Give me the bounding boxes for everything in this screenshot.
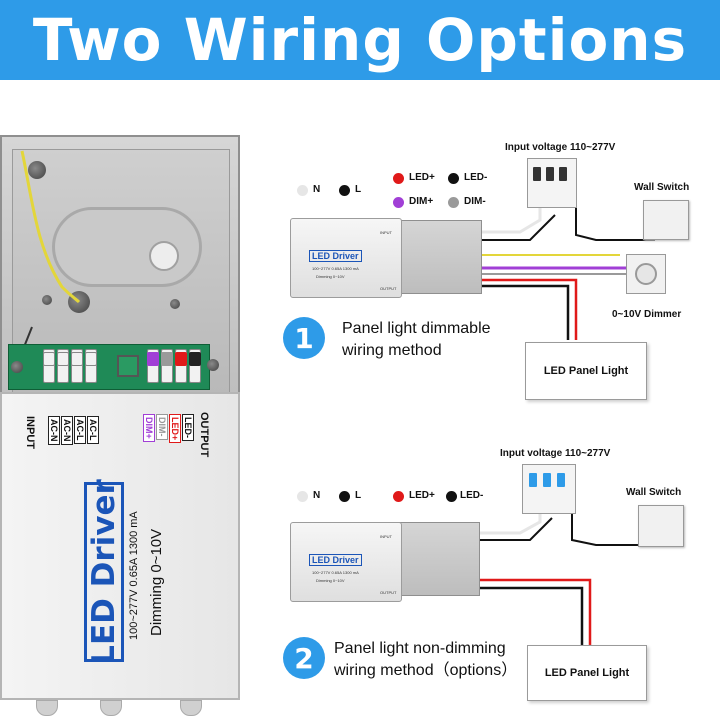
led-minus-dot bbox=[448, 173, 459, 184]
legend-l: L bbox=[355, 490, 362, 501]
mounting-foot bbox=[100, 700, 122, 716]
led-plus-dot bbox=[393, 491, 404, 502]
led-minus-wire bbox=[400, 586, 584, 645]
output-terminal-dim-minus bbox=[161, 349, 173, 383]
mounting-foot bbox=[180, 700, 202, 716]
option2-driver-spec: 100~277V 0.65A 1300 mA bbox=[312, 570, 359, 575]
driver-mounting-feet bbox=[30, 700, 210, 716]
option1-driver-output: OUTPUT bbox=[380, 286, 397, 291]
breaker-pole bbox=[557, 473, 565, 487]
output-terminal-dim-plus bbox=[147, 349, 159, 383]
option1-method-line2: wiring method bbox=[342, 342, 442, 359]
neutral-dot bbox=[297, 185, 308, 196]
legend-l: L bbox=[355, 184, 362, 195]
option2-wall-switch bbox=[638, 505, 684, 547]
option1-wall-switch bbox=[643, 200, 689, 240]
neutral-dot bbox=[297, 491, 308, 502]
breaker-pole bbox=[529, 473, 537, 487]
option1-method-line1: Panel light dimmable bbox=[342, 320, 491, 337]
option2-input-voltage: Input voltage 110~277V bbox=[500, 448, 611, 459]
screw-icon bbox=[28, 161, 46, 179]
dimmer-knob bbox=[635, 263, 657, 285]
option2-driver-output: OUTPUT bbox=[380, 590, 397, 595]
page-title: Two Wiring Options bbox=[32, 6, 688, 74]
option2-method-line2: wiring method（options） bbox=[334, 662, 518, 679]
option2-led-driver bbox=[290, 522, 402, 602]
title-banner: Two Wiring Options bbox=[0, 0, 720, 80]
legend-dim-plus: DIM+ bbox=[409, 196, 434, 207]
option1-panel-light-label: LED Panel Light bbox=[543, 365, 629, 377]
breaker-pole bbox=[543, 473, 551, 487]
option1-led-panel-light: LED Panel Light bbox=[525, 342, 647, 400]
option1-dimmer bbox=[626, 254, 666, 294]
knockout-slot bbox=[52, 207, 202, 287]
option1-input-voltage: Input voltage 110~277V bbox=[505, 142, 616, 153]
output-terminal-led-plus bbox=[175, 349, 187, 383]
ground-wire bbox=[20, 150, 81, 348]
screw-icon bbox=[42, 295, 52, 305]
option1-junction-box bbox=[396, 220, 482, 294]
switch-wire bbox=[575, 200, 655, 241]
legend-n: N bbox=[313, 184, 321, 195]
screw-icon bbox=[11, 361, 23, 373]
driver-brand-box: LED Driver bbox=[84, 479, 124, 665]
screw-icon bbox=[207, 359, 219, 371]
led-minus-dot bbox=[446, 491, 457, 502]
circuit-breaker bbox=[522, 464, 576, 514]
live-dot bbox=[339, 185, 350, 196]
dim-minus-dot bbox=[448, 197, 459, 208]
option2-method-line1: Panel light non-dimming bbox=[334, 640, 506, 657]
option2-driver-dimming: Dimming 0~10V bbox=[316, 578, 345, 583]
option1-driver-dimming: Dimming 0~10V bbox=[316, 274, 345, 279]
led-plus-dot bbox=[393, 173, 404, 184]
circuit-breaker bbox=[527, 158, 577, 208]
led-driver-body bbox=[0, 392, 240, 700]
option2-wall-switch-label: Wall Switch bbox=[626, 487, 682, 498]
option2-panel-light-label: LED Panel Light bbox=[544, 667, 630, 679]
terminal-board bbox=[8, 344, 219, 390]
switch-wire bbox=[571, 508, 648, 546]
option1-step-badge: 1 bbox=[283, 317, 325, 359]
option2-driver-brand: LED Driver bbox=[309, 554, 362, 566]
dim-plus-dot bbox=[393, 197, 404, 208]
input-terminal bbox=[85, 349, 97, 383]
breaker-pole bbox=[546, 167, 554, 181]
mounting-foot bbox=[36, 700, 58, 716]
legend-led-plus: LED+ bbox=[409, 172, 435, 183]
board-component bbox=[117, 355, 139, 377]
option2-driver-input: INPUT bbox=[380, 534, 392, 539]
option2-led-panel-light: LED Panel Light bbox=[527, 645, 647, 701]
option1-led-driver bbox=[290, 218, 402, 298]
option2-step-badge: 2 bbox=[283, 637, 325, 679]
option1-wall-switch-label: Wall Switch bbox=[634, 182, 690, 193]
input-terminal bbox=[43, 349, 55, 383]
legend-led-plus: LED+ bbox=[409, 490, 435, 501]
output-terminal-led-minus bbox=[189, 349, 201, 383]
screw-icon bbox=[170, 299, 180, 309]
option1-driver-input: INPUT bbox=[380, 230, 392, 235]
option2-junction-box bbox=[396, 522, 480, 596]
option1-driver-spec: 100~277V 0.65A 1300 mA bbox=[312, 266, 359, 271]
option1-driver-brand: LED Driver bbox=[309, 250, 362, 262]
legend-led-minus: LED- bbox=[464, 172, 488, 183]
option1-dimmer-label: 0~10V Dimmer bbox=[612, 309, 682, 320]
live-dot bbox=[339, 491, 350, 502]
legend-led-minus: LED- bbox=[460, 490, 484, 501]
input-terminal bbox=[57, 349, 69, 383]
breaker-pole bbox=[559, 167, 567, 181]
legend-n: N bbox=[313, 490, 321, 501]
legend-dim-minus: DIM- bbox=[464, 196, 486, 207]
breaker-pole bbox=[533, 167, 541, 181]
knockout-hole bbox=[149, 241, 179, 271]
input-terminal bbox=[71, 349, 83, 383]
